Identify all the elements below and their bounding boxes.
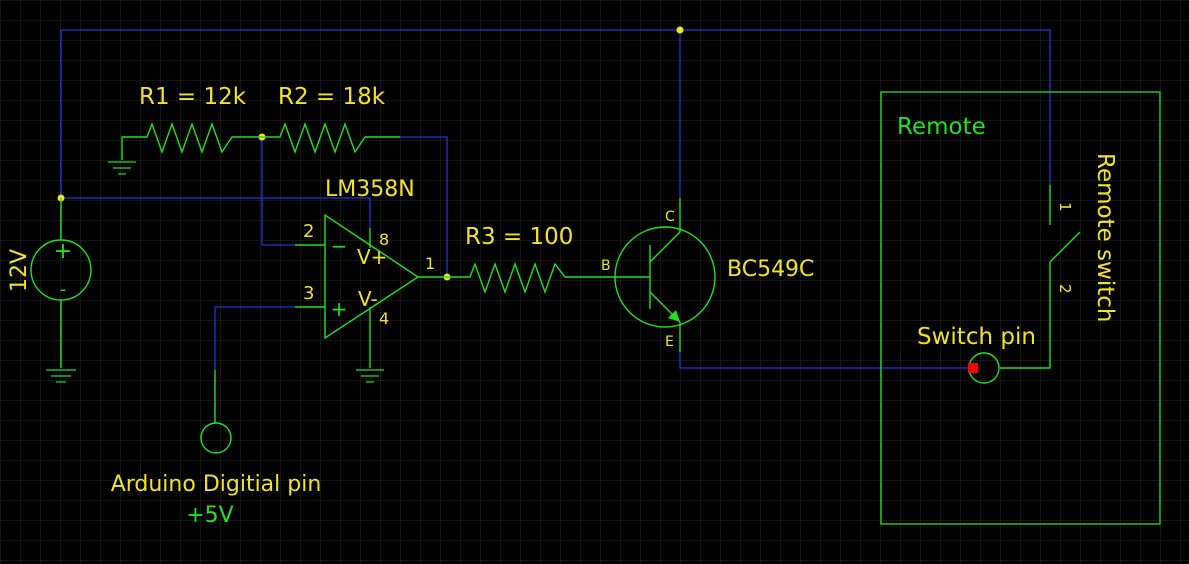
opamp-vminus-label: V-	[358, 287, 378, 311]
junction-dot	[676, 26, 684, 34]
switch-pin-label: Switch pin	[917, 324, 1036, 350]
transistor-bc549c[interactable]: C B E BC549C	[601, 198, 814, 352]
wire-noninverting	[214, 306, 295, 370]
opamp-minus-sign: −	[331, 234, 348, 258]
opamp-pin-4: 4	[379, 309, 389, 328]
opamp-pin-1: 1	[425, 254, 435, 273]
wire-inverting-input	[261, 137, 295, 246]
opamp-label: LM358N	[325, 177, 415, 202]
wire-top-rail	[60, 29, 1051, 198]
arduino-pin-terminal[interactable]	[200, 370, 232, 454]
switch-pin-1: 1	[1056, 202, 1074, 212]
wire-emitter	[679, 352, 968, 369]
source-plus-sign: +	[54, 239, 72, 264]
remote-switch[interactable]: 1 2 Remote switch	[1000, 153, 1118, 369]
emitter-arrow-icon	[668, 310, 680, 322]
switch-pin-terminal[interactable]	[968, 352, 1000, 384]
remote-box: Remote	[880, 91, 1161, 525]
ground-icon	[356, 369, 384, 383]
wires	[60, 29, 1051, 370]
opamp-lm358n[interactable]: − + V+ V- 2 3 8 4 1 LM358N	[295, 177, 447, 368]
source-minus-sign: -	[60, 279, 67, 300]
transistor-label: BC549C	[727, 257, 814, 282]
voltage-source-12v[interactable]: + - 12V	[7, 198, 92, 368]
resistor-r3-label: R3 = 100	[465, 224, 573, 250]
source-label: 12V	[7, 249, 32, 292]
ground-icon	[46, 369, 76, 383]
probe-marker-icon	[968, 363, 978, 373]
wire-vplus	[61, 197, 371, 228]
opamp-pin-2: 2	[303, 221, 314, 242]
transistor-pin-e: E	[665, 334, 674, 350]
resistor-r2-label: R2 = 18k	[278, 84, 386, 110]
arduino-label: Arduino Digitial pin	[111, 472, 322, 497]
transistor-pin-b: B	[601, 258, 611, 274]
opamp-plus-sign: +	[331, 297, 348, 321]
resistor-r1-label: R1 = 12k	[139, 84, 247, 110]
opamp-vplus-label: V+	[357, 245, 387, 269]
remote-switch-label: Remote switch	[1092, 153, 1118, 322]
remote-label: Remote	[897, 114, 986, 140]
opamp-pin-3: 3	[303, 283, 314, 304]
transistor-pin-c: C	[665, 209, 675, 225]
wire-feedback	[400, 136, 448, 277]
switch-pin-2: 2	[1056, 284, 1074, 294]
resistor-r1[interactable]: R1 = 12k	[121, 84, 262, 160]
resistor-r2[interactable]: R2 = 18k	[262, 84, 400, 155]
opamp-pin-8: 8	[379, 230, 389, 249]
resistor-r3[interactable]: R3 = 100	[447, 224, 615, 295]
arduino-voltage: +5V	[186, 503, 233, 528]
ground-icon	[108, 161, 136, 175]
